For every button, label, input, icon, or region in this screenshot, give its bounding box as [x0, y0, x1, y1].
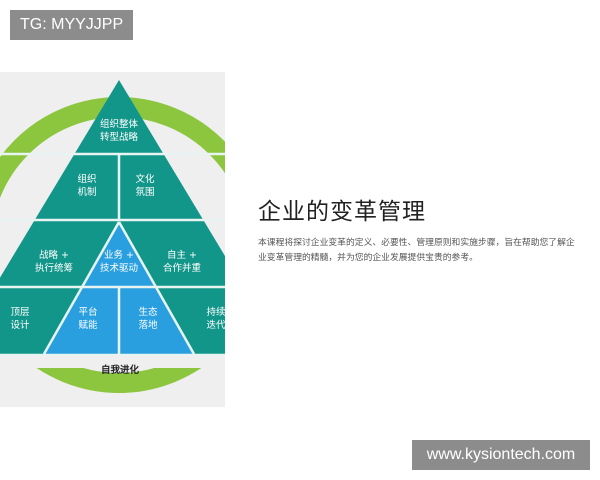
pyramid: [0, 80, 225, 354]
pyramid-diagram-image: 组织整体 转型战略 组织 机制 文化 氛围 战略 + 执行统筹 业务 + 技术驱…: [0, 72, 225, 407]
watermark-tag: TG: MYYJJPP: [10, 10, 134, 40]
label-ecosystem: 生态: [138, 306, 158, 318]
label-strategy: 战略 +: [39, 249, 69, 261]
label-culture: 氛围: [135, 186, 154, 198]
label-autonomy: 自主 +: [167, 249, 197, 261]
label-top-1: 组织整体: [100, 118, 139, 130]
page-title: 企业的变革管理: [258, 199, 426, 225]
label-org: 组织: [77, 173, 96, 185]
label-cycle: 自我进化: [101, 364, 140, 376]
label-top-2: 转型战略: [100, 131, 139, 143]
label-iterate: 迭代: [206, 319, 225, 331]
label-platform: 平台: [78, 306, 97, 318]
label-platform: 赋能: [78, 319, 98, 331]
label-culture: 文化: [135, 173, 155, 185]
label-ecosystem: 落地: [138, 319, 158, 331]
label-business: 技术驱动: [100, 262, 138, 274]
label-strategy: 执行统筹: [35, 262, 73, 274]
label-toplevel: 设计: [10, 319, 30, 331]
label-autonomy: 合作并重: [163, 262, 202, 274]
label-org: 机制: [77, 186, 96, 198]
label-business: 业务 +: [104, 249, 134, 261]
description: 本课程将探讨企业变革的定义、必要性、管理原则和实施步骤，旨在帮助您了解企业变革管…: [258, 238, 575, 263]
label-toplevel: 顶层: [10, 307, 29, 318]
site-tag: www.kysiontech.com: [412, 440, 590, 470]
label-iterate: 持续: [206, 306, 225, 318]
